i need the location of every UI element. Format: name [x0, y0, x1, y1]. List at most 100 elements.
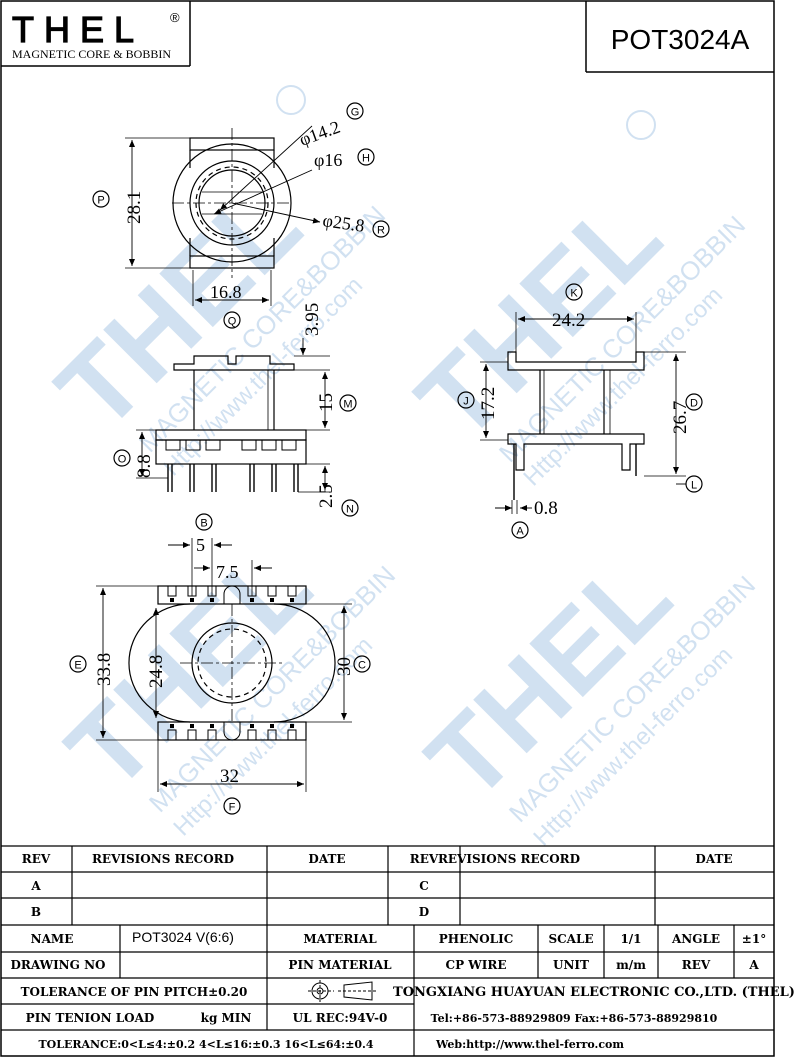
material-value: PHENOLIC: [439, 932, 514, 946]
svg-text:N: N: [346, 504, 354, 516]
rev-row-b: B: [31, 905, 41, 919]
projection-symbol-icon: [308, 980, 378, 1002]
svg-text:C: C: [358, 660, 366, 672]
scale-label: SCALE: [548, 932, 593, 946]
top-view: [125, 125, 321, 306]
dim-d-value: 26.7: [670, 401, 691, 434]
svg-text:J: J: [463, 396, 469, 408]
title-block-grid: [1, 845, 774, 1056]
watermark-registered-icon: [626, 110, 656, 140]
dim-b2-value: 7.5: [216, 562, 239, 582]
callout-h: H: [357, 148, 375, 166]
dim-g-value: φ14.2: [297, 117, 343, 150]
callout-f: F: [223, 797, 241, 815]
callout-g: G: [346, 102, 364, 120]
svg-text:M: M: [343, 399, 352, 411]
callout-b: B: [195, 513, 213, 531]
callout-n: N: [341, 499, 359, 517]
pin-slots-bottom: [167, 722, 297, 741]
callout-d: D: [685, 393, 703, 411]
pin-slots-top: [167, 585, 297, 604]
pin-dots: [170, 598, 294, 728]
pin-tension-unit: kg MIN: [201, 1011, 252, 1025]
callout-j: J: [457, 391, 475, 409]
name-label: NAME: [31, 932, 74, 946]
pin-material-value: CP WIRE: [446, 958, 507, 972]
logo-subtitle: MAGNETIC CORE & BOBBIN: [12, 47, 171, 61]
svg-text:Q: Q: [228, 316, 237, 328]
logo-registered: ®: [170, 10, 180, 25]
rev-label: REV: [682, 958, 711, 972]
base-block: [155, 439, 307, 465]
leader-g: [219, 125, 313, 211]
date-header-right: DATE: [695, 852, 732, 866]
dim-inner-value: 24.8: [146, 655, 167, 688]
dim-j-value: 17.2: [478, 387, 499, 420]
callout-l: L: [685, 475, 703, 493]
callouts: P G H R Q M O N B E C F K J D L A: [69, 102, 703, 815]
svg-text:B: B: [200, 518, 207, 530]
dim-h-value: φ16: [314, 150, 342, 170]
rev-value: A: [748, 958, 759, 972]
rev-header-left: REV: [22, 852, 51, 866]
callout-o: O: [113, 449, 131, 467]
callout-e: E: [69, 655, 87, 673]
svg-text:E: E: [74, 660, 81, 672]
pin-tension-label: PIN TENION LOAD: [26, 1011, 155, 1025]
svg-text:P: P: [97, 195, 104, 207]
part-number: POT3024A: [611, 24, 750, 55]
company-name: TONGXIANG HUAYUAN ELECTRONIC CO.,LTD. (T…: [393, 985, 795, 1000]
logo-text: THEL: [12, 9, 144, 50]
svg-text:H: H: [362, 153, 370, 165]
svg-text:F: F: [229, 802, 236, 814]
dim-m-value: 15: [316, 393, 337, 412]
dim-e-value: 33.8: [94, 653, 115, 686]
leader-r: [231, 202, 321, 224]
callout-a: A: [511, 521, 529, 539]
watermark-1: THEL MAGNETIC CORE&BOBBIN Http://www.the…: [34, 163, 391, 481]
watermark-4: THEL MAGNETIC CORE&BOBBIN Http://www.the…: [404, 533, 761, 851]
drawing-no-label: DRAWING NO: [11, 958, 106, 972]
callout-m: M: [339, 394, 357, 412]
svg-text:R: R: [377, 225, 385, 237]
callout-p: P: [92, 190, 110, 208]
unit-value: m/m: [616, 958, 646, 972]
date-header-left: DATE: [308, 852, 345, 866]
callout-c: C: [353, 655, 371, 673]
bottom-view: [96, 538, 352, 792]
svg-text:L: L: [691, 480, 697, 492]
tab-sides: [189, 150, 275, 256]
tolerance-note: TOLERANCE:0<L≤4:±0.2 4<L≤16:±0.3 16<L≤64…: [38, 1038, 373, 1051]
dim-c-value: 30: [334, 657, 355, 676]
dim-n-value: 2.5: [316, 484, 337, 508]
svg-text:K: K: [570, 288, 578, 300]
dim-k-value: 24.2: [552, 310, 585, 331]
revisions-header-right: REVISIONS RECORD: [438, 852, 580, 866]
pin-slots: [165, 439, 297, 451]
website: Web:http://www.thel-ferro.com: [435, 1038, 624, 1051]
tolerance-pitch: TOLERANCE OF PIN PITCH±0.20: [21, 985, 248, 999]
tel-fax: Tel:+86-573-88929809 Fax:+86-573-8892981…: [431, 1012, 718, 1025]
flange-arc-right: [273, 603, 336, 723]
angle-label: ANGLE: [671, 932, 720, 946]
material-label: MATERIAL: [303, 932, 377, 946]
rev-row-c: C: [419, 879, 429, 893]
ul-rec: UL REC:94V-0: [293, 1011, 388, 1025]
callout-q: Q: [223, 311, 241, 329]
dim-f-value: 32: [220, 766, 239, 787]
name-value: POT3024 V(6:6): [132, 929, 234, 945]
watermark-registered-icon: [276, 85, 306, 115]
callout-r: R: [372, 220, 390, 238]
dim-a-value: 0.8: [534, 498, 558, 519]
dim-p-value: 28.1: [124, 191, 145, 224]
dim-top-value: 3.95: [302, 303, 323, 336]
front-view: [136, 338, 330, 493]
dim-b1-value: 5: [196, 535, 205, 555]
dim-q-value: 16.8: [210, 282, 242, 302]
callout-k: K: [565, 283, 583, 301]
unit-label: UNIT: [553, 958, 589, 972]
leader-h: [213, 169, 313, 215]
svg-text:A: A: [516, 526, 524, 538]
